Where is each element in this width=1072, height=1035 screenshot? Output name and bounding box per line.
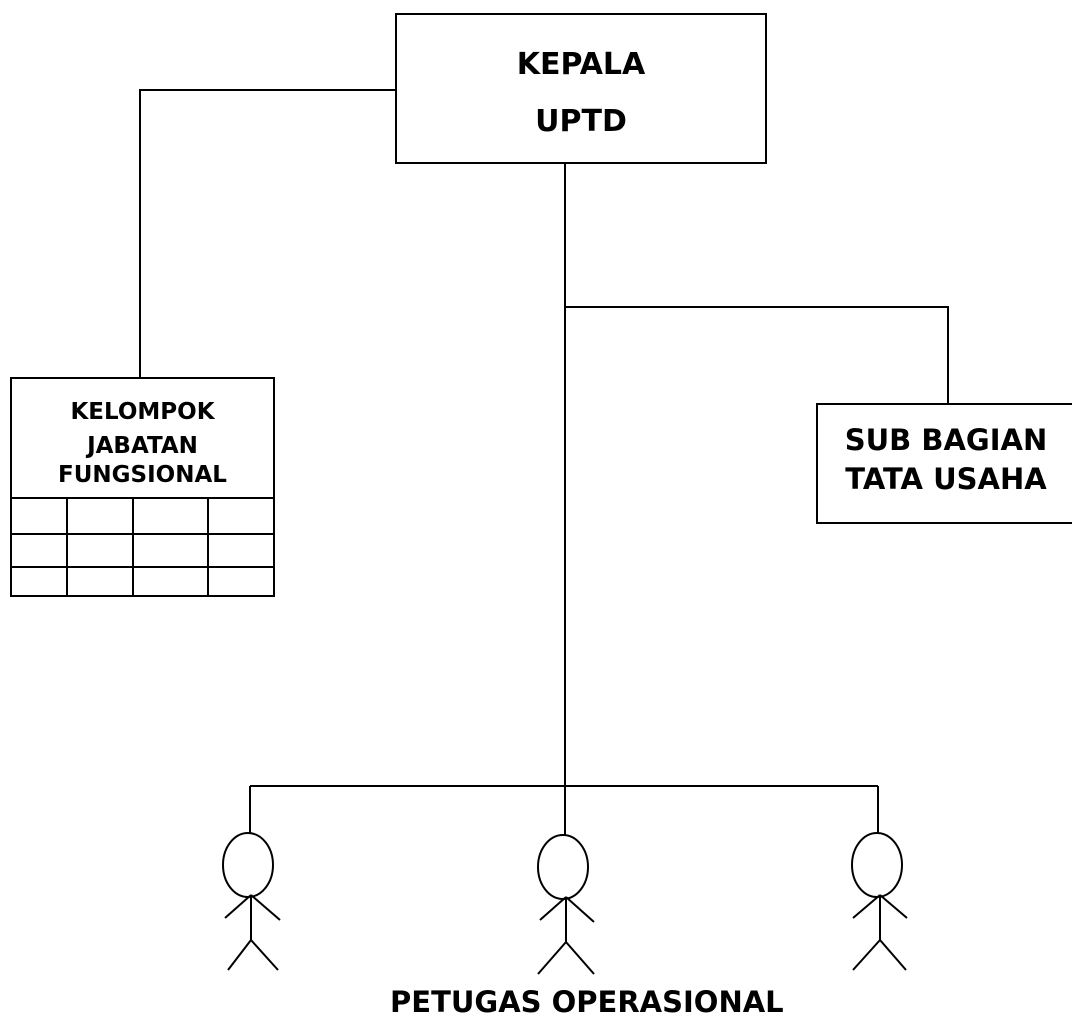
kepala-title-line2: UPTD bbox=[535, 104, 627, 139]
kepala-title-line1: KEPALA bbox=[516, 47, 646, 82]
subbagian-title-line2: TATA USAHA bbox=[845, 462, 1047, 496]
kelompok-jabatan-fungsional-box: KELOMPOK JABATAN FUNGSIONAL bbox=[10, 377, 275, 597]
sub-bagian-tata-usaha-box: SUB BAGIAN TATA USAHA bbox=[816, 403, 1072, 524]
line-kepala-kelompok bbox=[139, 89, 395, 377]
petugas-operasional-label: PETUGAS OPERASIONAL bbox=[390, 985, 784, 1019]
person-icon-3 bbox=[851, 832, 908, 971]
line-trunk-subbagian bbox=[565, 306, 949, 403]
subbagian-title-line1: SUB BAGIAN bbox=[844, 423, 1048, 457]
person-icon-1 bbox=[222, 832, 281, 971]
kepala-uptd-box: KEPALA UPTD bbox=[395, 13, 767, 164]
kelompok-title-line3: FUNGSIONAL bbox=[58, 462, 227, 488]
kelompok-title-line1: KELOMPOK bbox=[70, 399, 215, 425]
kelompok-grid bbox=[10, 497, 275, 597]
person-icon-2 bbox=[537, 834, 595, 975]
kelompok-title-line2: JABATAN bbox=[87, 433, 198, 459]
